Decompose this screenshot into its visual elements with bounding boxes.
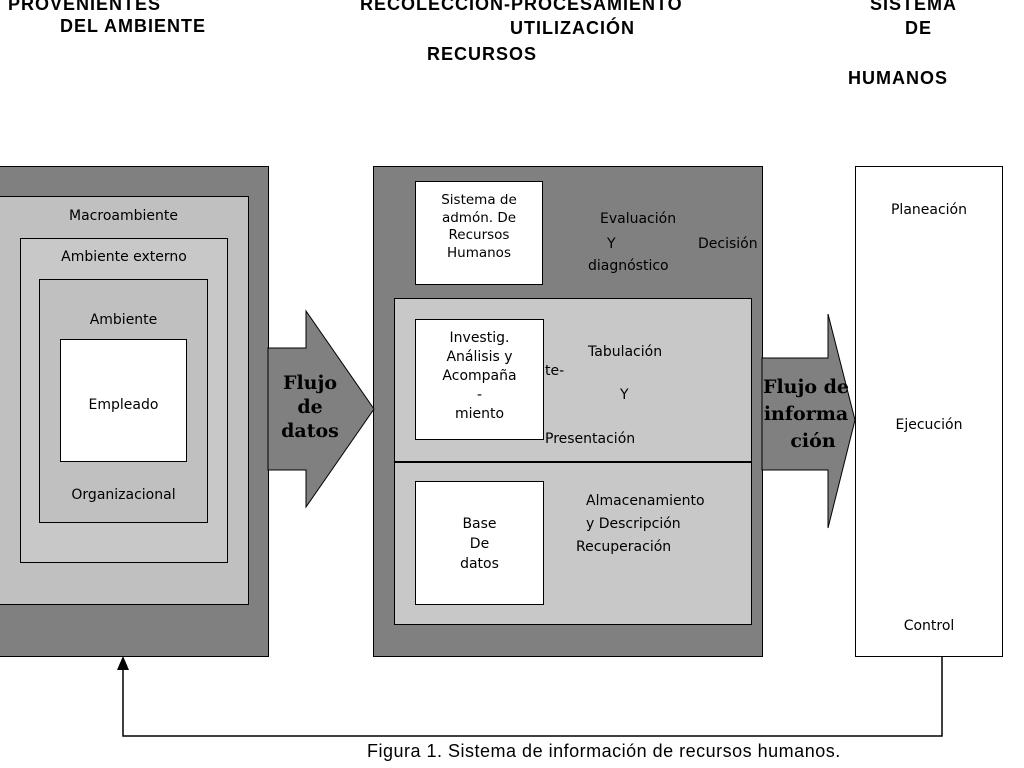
figure-caption: Figura 1. Sistema de información de recu… — [367, 741, 841, 761]
header-right-line2: DE — [905, 18, 933, 38]
ambiente-externo-label: Ambiente externo — [61, 249, 187, 265]
investigacion-box — [415, 319, 544, 440]
organizacional-label: Organizacional — [71, 487, 176, 503]
macroambiente-label: Macroambiente — [69, 208, 178, 224]
presentacion-label: Presentación — [545, 431, 636, 447]
header-center-line2: UTILIZACIÓN — [510, 18, 635, 38]
tabulacion-y-label: Y — [620, 387, 629, 403]
recuperacion-label: Recuperación — [576, 539, 672, 555]
investigacion-label: Investig. Análisis y Acompaña - miento — [442, 330, 517, 422]
empleado-label: Empleado — [88, 397, 159, 413]
information-flow-arrow — [761, 313, 856, 529]
decision-label: Decisión — [698, 236, 758, 252]
evaluacion-label: Evaluación — [600, 211, 677, 227]
almacenamiento-label: Almacenamiento — [586, 493, 705, 509]
diagnostico-label: diagnóstico — [588, 258, 669, 274]
data-flow-arrow — [267, 309, 375, 509]
planeacion-label: Planeación — [890, 202, 967, 218]
header-center-line1: RECOLECCION-PROCESAMIENTO — [360, 0, 683, 14]
header-right-line3: HUMANOS — [848, 68, 948, 88]
header-left-line1: PROVENIENTES — [8, 0, 162, 14]
sistema-admon-box — [415, 181, 543, 285]
ejecucion-label: Ejecución — [895, 417, 963, 433]
admin-functions-panel — [855, 166, 1003, 657]
feedback-arrowhead — [117, 656, 129, 670]
te-fragment-label: te- — [545, 363, 565, 379]
empleado-box — [60, 339, 187, 462]
header-center-line3: RECURSOS — [427, 44, 538, 64]
evaluacion-y-label: Y — [607, 236, 616, 252]
tabulacion-label: Tabulación — [588, 344, 663, 360]
base-datos-label: Base De datos — [460, 516, 499, 572]
control-label: Control — [903, 618, 955, 634]
ambiente-label: Ambiente — [89, 312, 158, 328]
base-datos-box — [415, 481, 544, 605]
sistema-admon-label: Sistema de admón. De Recursos Humanos — [441, 192, 517, 261]
feedback-line — [122, 657, 943, 737]
header-left-line2: DEL AMBIENTE — [60, 16, 207, 36]
descripcion-label: y Descripción — [586, 516, 681, 532]
flujo-datos-label: Flujo de datos — [281, 372, 339, 442]
header-right-line1: SISTEMA — [870, 0, 958, 14]
flujo-informacion-label: Flujo de informa ción — [762, 376, 850, 452]
